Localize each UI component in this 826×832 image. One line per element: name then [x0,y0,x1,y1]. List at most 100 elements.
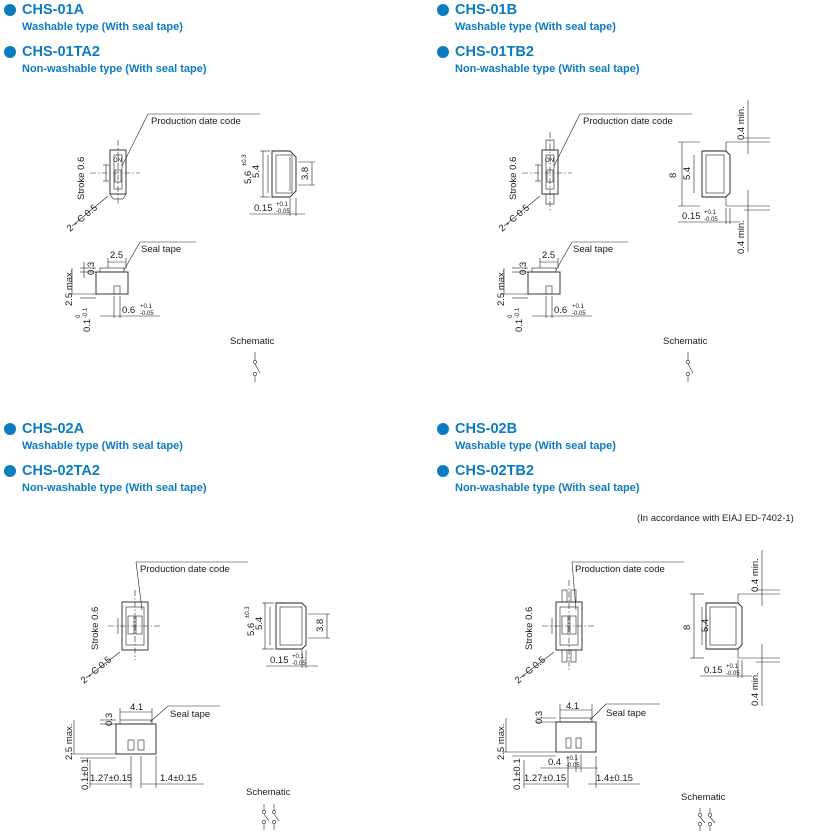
stroke-label: Stroke 0.6 [76,157,87,200]
production-date-code-label: Production date code [575,564,665,575]
top-view: Stroke 0.6 2 - C 0.5 Production date cod… [513,561,684,686]
production-date-code-label: Production date code [583,116,673,127]
drawing-chs-02b: Stroke 0.6 2 - C 0.5 Production date cod… [496,550,780,831]
bullet-icon [4,423,16,435]
chamfer-label: 2 - C 0.5 [79,654,114,686]
dim-0-15-tol-up: +0.1 [276,202,289,208]
dim-0-15-tol-down: -0.05 [276,209,290,215]
dim-5-4: 5.4 [700,619,711,632]
bullet-icon [437,465,449,477]
side-view: 0.4 min. 0.4 min. 8 5.4 0.15 +0.1 -0.05 [668,100,770,254]
chamfer-label: 2 - C 0.5 [65,202,100,234]
dim-0-15: 0.15 [254,203,273,214]
schematic-label: Schematic [663,336,708,347]
schematic-label: Schematic [246,787,291,798]
header-chs-02b: CHS-02B Washable type (With seal tape) C… [437,419,640,495]
standard-note: (In accordance with EIAJ ED-7402-1) [637,513,794,524]
dim-1-4: 1.4±0.15 [160,773,197,784]
dim-1-27: 1.27±0.15 [524,773,566,784]
dim-0-15-tol-down: -0.05 [292,661,306,667]
model-code: CHS-02B [455,421,518,437]
model-code: CHS-01B [455,2,518,18]
chamfer-label: 2 - C 0.5 [513,654,548,686]
dim-3-8: 3.8 [300,167,311,180]
dim-0-15-tol-up: +0.1 [292,654,305,660]
stroke-label: Stroke 0.6 [90,607,101,650]
dim-0-6: 0.6 [122,305,135,316]
dim-0-1: 0.1 [82,319,93,332]
model-code: CHS-01TB2 [455,44,534,60]
model-description: Non-washable type (With seal tape) [455,63,640,75]
top-view: ON Stroke 0.6 2 - C 0.5 Production date … [65,113,260,234]
production-date-code-label: Production date code [151,116,241,127]
model-description: Non-washable type (With seal tape) [455,482,640,494]
dim-5-4: 5.4 [254,617,265,630]
dim-0-1-tol-down: -0.1 [83,307,89,318]
dim-0-1-tol-down: -0.1 [515,307,521,318]
schematic: Schematic [681,792,726,831]
header-chs-01b: CHS-01B Washable type (With seal tape) C… [437,0,640,76]
front-view: 2.5 Seal tape 0.3 2.5 max. 0.1 0 -0.1 0.… [496,241,628,332]
drawing-chs-01a: ON Stroke 0.6 2 - C 0.5 Production date … [64,113,315,382]
dim-0-4-min-bottom: 0.4 min. [750,672,761,706]
switch-marking: ON [545,158,554,164]
model-description: Washable type (With seal tape) [22,440,183,452]
dim-0-4-tol-down: -0.05 [566,763,580,769]
header-chs-02a: CHS-02A Washable type (With seal tape) C… [4,419,207,495]
bullet-icon [4,465,16,477]
dim-0-15: 0.15 [682,211,701,222]
dim-0-3: 0.3 [86,262,97,275]
front-view: 2.5 Seal tape 0.3 2.5 max. 0.1 0 -0.1 0.… [64,241,196,332]
dim-0-4-tol-up: +0.1 [566,756,579,762]
dim-0-4-min-bottom: 0.4 min. [736,220,747,254]
dim-0-6-tol-down: -0.05 [140,311,154,317]
model-code: CHS-02TB2 [455,463,534,479]
model-description: Washable type (With seal tape) [455,440,616,452]
dim-0-15-tol-down: -0.05 [704,217,718,223]
dim-4-1: 4.1 [130,702,143,713]
dim-0-15: 0.15 [270,655,289,666]
seal-tape-label: Seal tape [573,244,613,255]
dim-5-6: 5.6 [246,623,257,636]
top-view: ON Stroke 0.6 2 - C 0.5 Production date … [497,113,692,234]
production-date-code-label: Production date code [140,564,230,575]
dim-1-4: 1.4±0.15 [596,773,633,784]
dim-5-6-tol: ±0.3 [242,154,248,166]
bullet-icon [437,46,449,58]
model-description: Non-washable type (With seal tape) [22,63,207,75]
dim-1-27: 1.27±0.15 [90,773,132,784]
schematic-label: Schematic [681,792,726,803]
seal-tape-label: Seal tape [170,709,210,720]
dim-0-4-min-top: 0.4 min. [736,106,747,140]
dim-0-1: 0.1±0.1 [512,758,523,790]
dim-5-4: 5.4 [251,165,262,178]
dim-0-15-tol-up: +0.1 [726,664,739,670]
dim-0-4-min-top: 0.4 min. [750,558,761,592]
dim-2-5-max: 2.5 max. [64,270,75,306]
dim-5-6: 5.6 [243,171,254,184]
front-view: 4.1 Seal tape 0.3 2.5 max. 0.1±0.1 0.4 +… [496,701,660,790]
dim-0-6: 0.6 [554,305,567,316]
seal-tape-label: Seal tape [606,708,646,719]
dim-0-6-tol-down: -0.05 [572,311,586,317]
dim-4-1: 4.1 [566,701,579,712]
dim-0-1-tol-up: 0 [508,314,514,318]
dim-0-15-tol-down: -0.05 [726,671,740,677]
dim-0-6-tol-up: +0.1 [572,304,585,310]
header-chs-01a: CHS-01A Washable type (With seal tape) C… [4,0,207,76]
model-code: CHS-02TA2 [22,463,100,479]
schematic: Schematic [246,787,291,830]
schematic: Schematic [663,336,708,382]
model-description: Non-washable type (With seal tape) [22,482,207,494]
bullet-icon [437,4,449,16]
dim-2-5-max: 2.5 max. [496,724,507,760]
schematic: Schematic [230,336,275,382]
dim-5-4: 5.4 [682,167,693,180]
dim-2-5: 2.5 [542,250,555,261]
drawing-chs-01b: ON Stroke 0.6 2 - C 0.5 Production date … [496,100,770,382]
dim-2-5: 2.5 [110,250,123,261]
model-code: CHS-01TA2 [22,44,100,60]
dim-5-6-tol: ±0.3 [245,606,251,618]
dim-3-8: 3.8 [315,619,326,632]
